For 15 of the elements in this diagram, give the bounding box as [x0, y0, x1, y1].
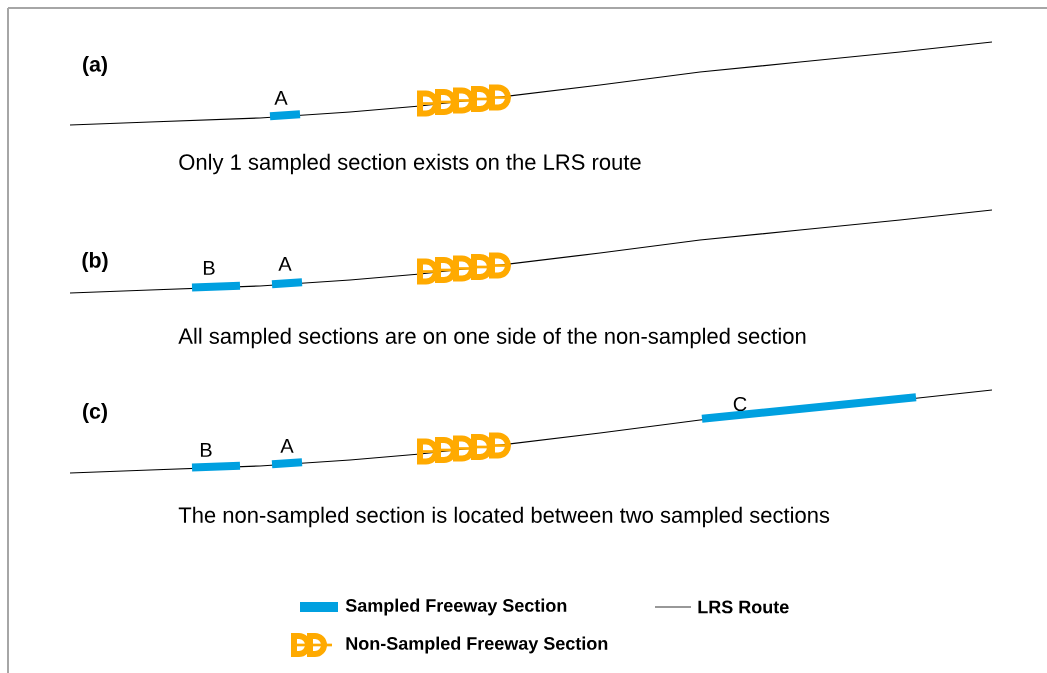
section-label: A [274, 91, 288, 105]
section-label: C [733, 396, 747, 412]
panel-caption: The non-sampled section is located between two sampled sections [178, 506, 830, 528]
section-label: B [200, 443, 212, 457]
panel-label: (b) [82, 252, 108, 272]
legend-label: Non-Sampled Freeway Section [346, 636, 608, 654]
legend-label: Sampled Freeway Section [345, 598, 567, 616]
legend-label: LRS Route [698, 600, 789, 614]
panel-label: (c) [83, 403, 107, 423]
panel-caption: All sampled sections are on one side of the non-sampled section [178, 327, 806, 349]
section-label: B [203, 261, 215, 275]
section-label: A [278, 257, 292, 271]
section-label: A [280, 439, 294, 453]
panel-caption: Only 1 sampled section exists on the LRS route [179, 153, 641, 175]
panel-label: (a) [83, 56, 107, 76]
